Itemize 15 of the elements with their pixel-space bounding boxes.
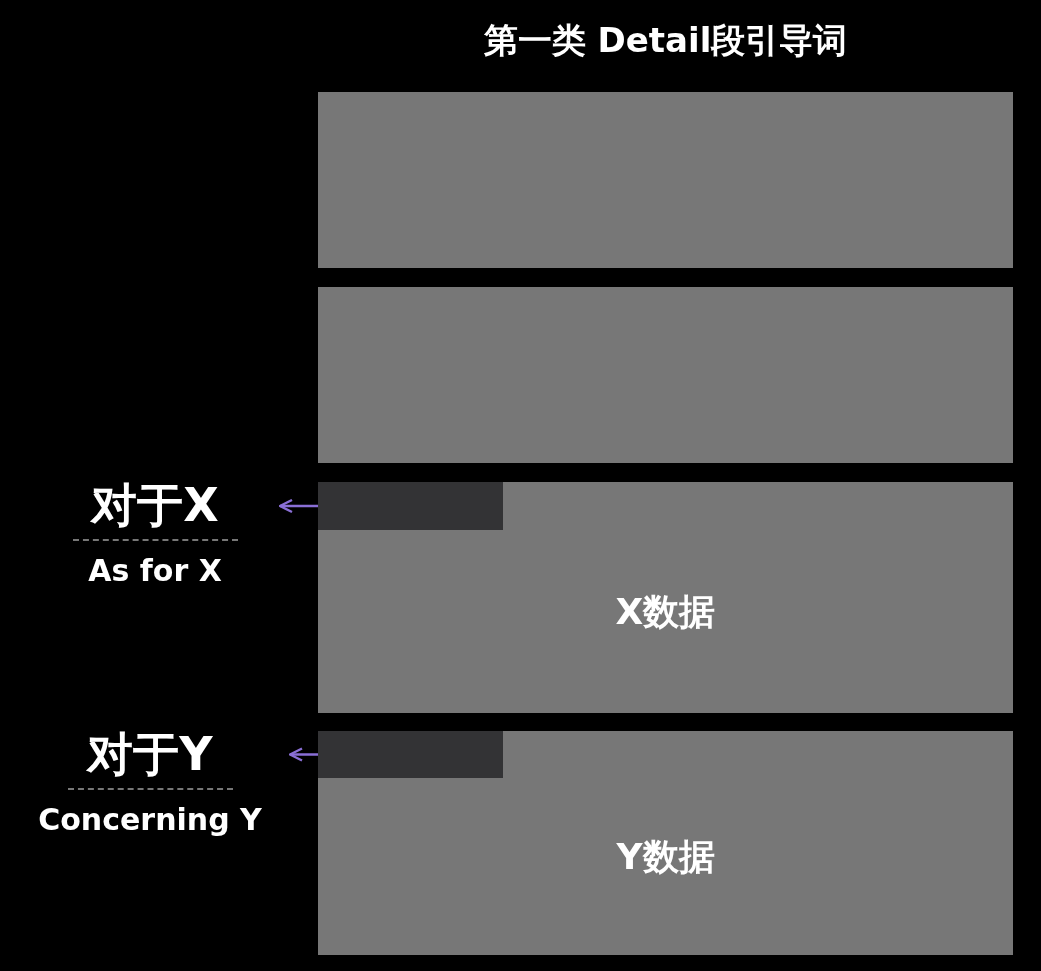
heading-text: 对于X [91, 480, 219, 531]
empty-panel [318, 287, 1013, 463]
panel-label: X数据 [615, 589, 716, 634]
dark-bar [318, 482, 503, 530]
title: 第一类 Detail段引导词 [483, 19, 848, 62]
arrow [278, 498, 318, 514]
panel-label: Y数据 [616, 835, 715, 880]
heading-text: 对于Y [87, 729, 213, 780]
content-panel [318, 482, 1013, 713]
arrow [288, 747, 318, 762]
empty-panel [318, 92, 1013, 268]
translation-text: Concerning Y [38, 801, 262, 837]
translation-text: As for X [88, 552, 222, 588]
content-panel [318, 731, 1013, 955]
dark-bar [318, 731, 503, 778]
